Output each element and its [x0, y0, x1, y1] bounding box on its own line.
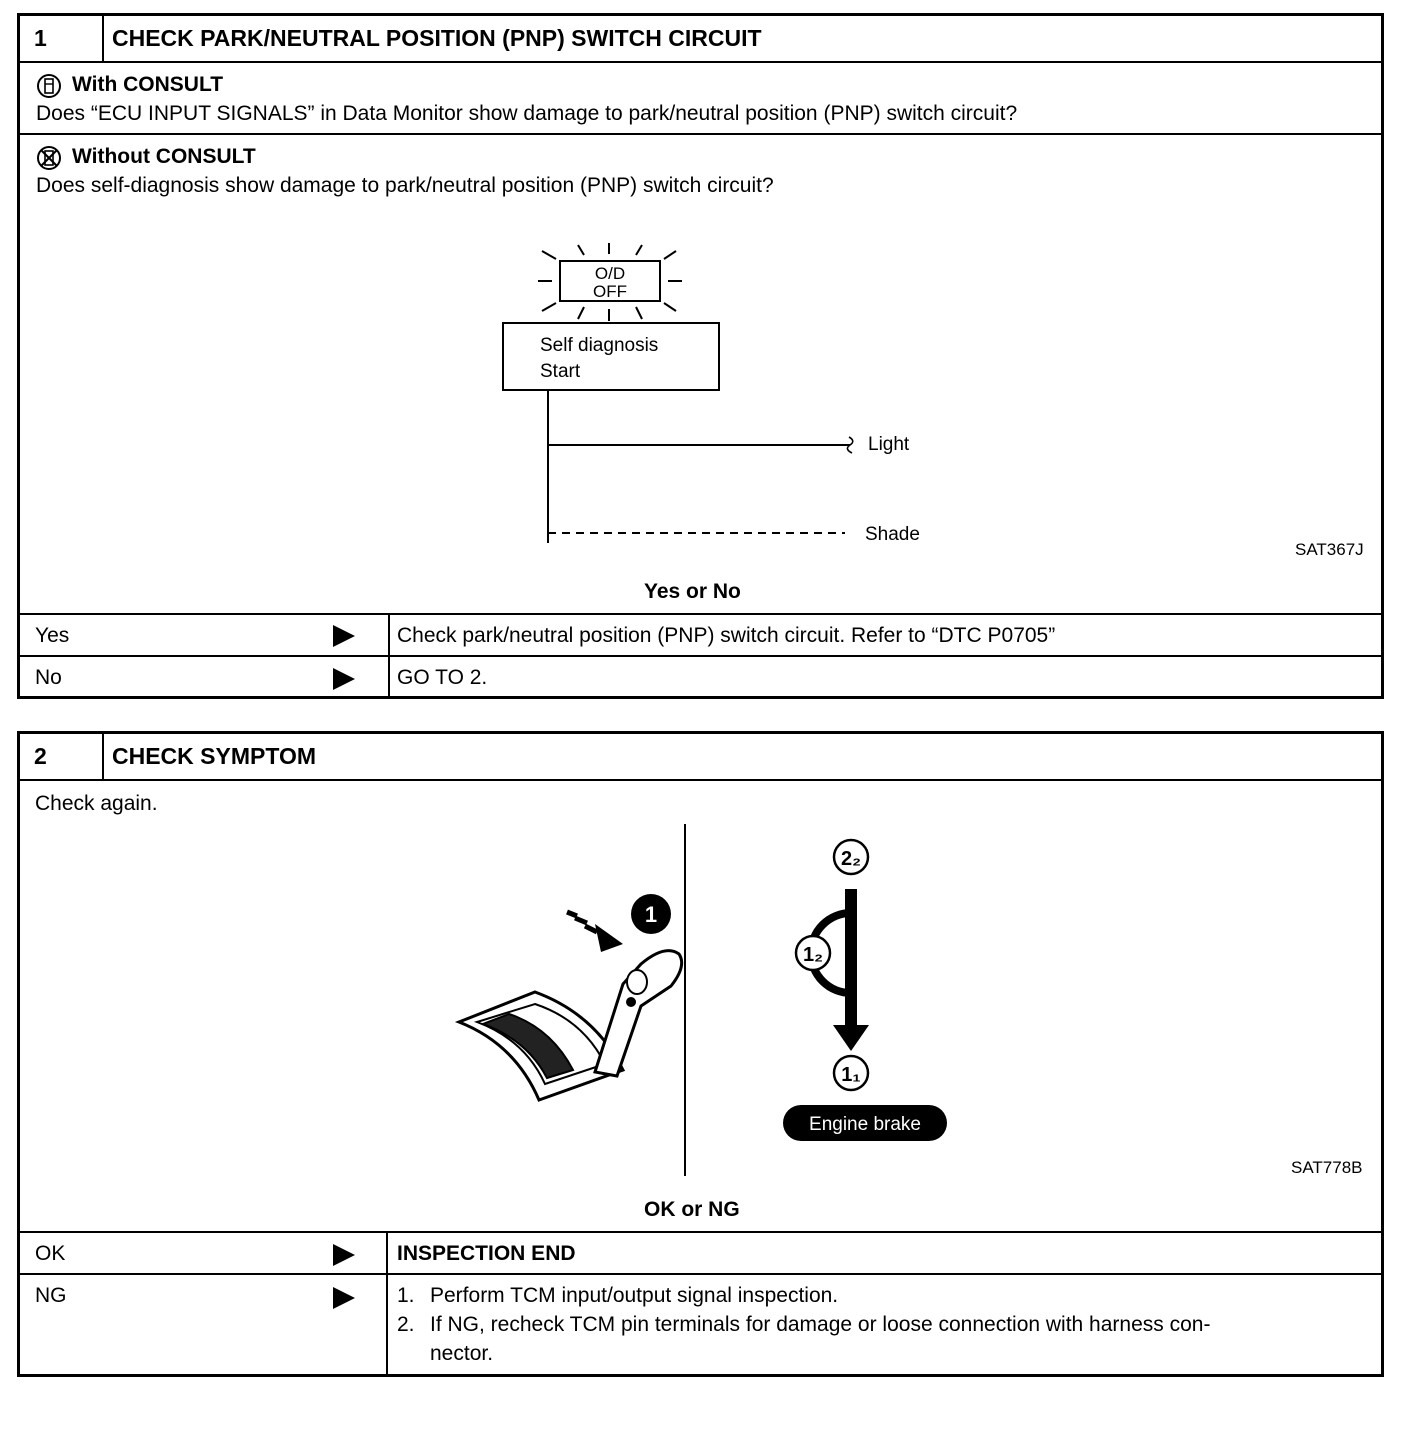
ng-step-1-number: 1. [397, 1284, 415, 1307]
action-ok: INSPECTION END [397, 1242, 576, 1265]
step-2-header: 2 CHECK SYMPTOM [20, 734, 1381, 781]
arrow-right-icon [333, 1244, 355, 1266]
step-1-table: 1 CHECK PARK/NEUTRAL POSITION (PNP) SWIT… [17, 13, 1384, 699]
step-2-table: 2 CHECK SYMPTOM Check again. 1 2₂ 1₂ [17, 731, 1384, 1377]
step-marker-circle [631, 894, 671, 934]
answer-yes: Yes [35, 624, 70, 647]
gear-bottom: 1₁ [841, 1064, 860, 1086]
no-consult-icon [37, 146, 61, 170]
without-consult-label: Without CONSULT [72, 145, 256, 168]
figure-code: SAT778B [1291, 1158, 1363, 1177]
answer-ng: NG [35, 1284, 67, 1307]
od-off-lamp [559, 260, 661, 302]
box-line-1: Self diagnosis [540, 335, 658, 356]
step-marker: 1 [645, 902, 657, 927]
light-label: Light [868, 434, 910, 455]
with-consult-text: Does “ECU INPUT SIGNALS” in Data Monitor… [36, 102, 1018, 125]
figure-divider [684, 824, 686, 1176]
arrow-right-icon [333, 668, 355, 690]
step-1-title: CHECK PARK/NEUTRAL POSITION (PNP) SWITCH… [112, 25, 762, 51]
gear-circle-mid [794, 934, 832, 972]
engine-brake-diagram: 2₂ 1₂ 1₁ Engine brake [783, 838, 947, 1141]
gear-circle-top [832, 838, 870, 876]
with-consult-label: With CONSULT [72, 73, 224, 96]
arrow-right-icon [333, 625, 355, 647]
box-line-2: Start [540, 361, 581, 382]
gear-mid: 1₂ [803, 944, 823, 966]
step-1-header: 1 CHECK PARK/NEUTRAL POSITION (PNP) SWIT… [20, 16, 1381, 63]
without-consult-text: Does self-diagnosis show damage to park/… [36, 174, 774, 197]
shade-label: Shade [865, 524, 920, 545]
gear-circle-bottom [832, 1054, 870, 1092]
step-1-number: 1 [20, 16, 104, 61]
divider [20, 133, 1381, 135]
self-diagnosis-diagram: O/D OFF Self diagnosis Start Light Shade [502, 243, 920, 545]
engine-brake-label: Engine brake [809, 1114, 921, 1135]
step-2-title: CHECK SYMPTOM [112, 743, 317, 769]
lamp-line-1: O/D [595, 264, 625, 283]
question-yes-no: Yes or No [644, 580, 741, 603]
action-no: GO TO 2. [397, 666, 488, 689]
selector-lever-diagram: 1 [454, 894, 684, 1102]
row-divider [20, 655, 1381, 657]
action-yes: Check park/neutral position (PNP) switch… [397, 624, 1056, 647]
answer-ok: OK [35, 1242, 66, 1265]
ng-step-2-line-1: If NG, recheck TCM pin terminals for dam… [430, 1313, 1211, 1336]
row-divider [20, 1273, 1381, 1275]
column-divider [388, 613, 390, 699]
consult-icon [37, 74, 61, 98]
engine-brake-badge [783, 1105, 947, 1141]
ng-step-2-number: 2. [397, 1313, 415, 1336]
figure-code: SAT367J [1295, 540, 1364, 559]
column-divider [386, 1231, 388, 1377]
gear-top: 2₂ [841, 848, 861, 870]
self-diagnosis-box [502, 322, 720, 391]
lamp-line-2: OFF [593, 282, 627, 301]
check-again-text: Check again. [35, 792, 158, 815]
answer-no: No [35, 666, 62, 689]
ng-step-1-text: Perform TCM input/output signal inspecti… [430, 1284, 839, 1307]
row-divider [20, 1231, 1381, 1233]
step-2-number: 2 [20, 734, 104, 779]
row-divider [20, 613, 1381, 615]
arrow-right-icon [333, 1287, 355, 1309]
question-ok-ng: OK or NG [644, 1198, 740, 1221]
ng-step-2-line-2: nector. [430, 1342, 494, 1365]
